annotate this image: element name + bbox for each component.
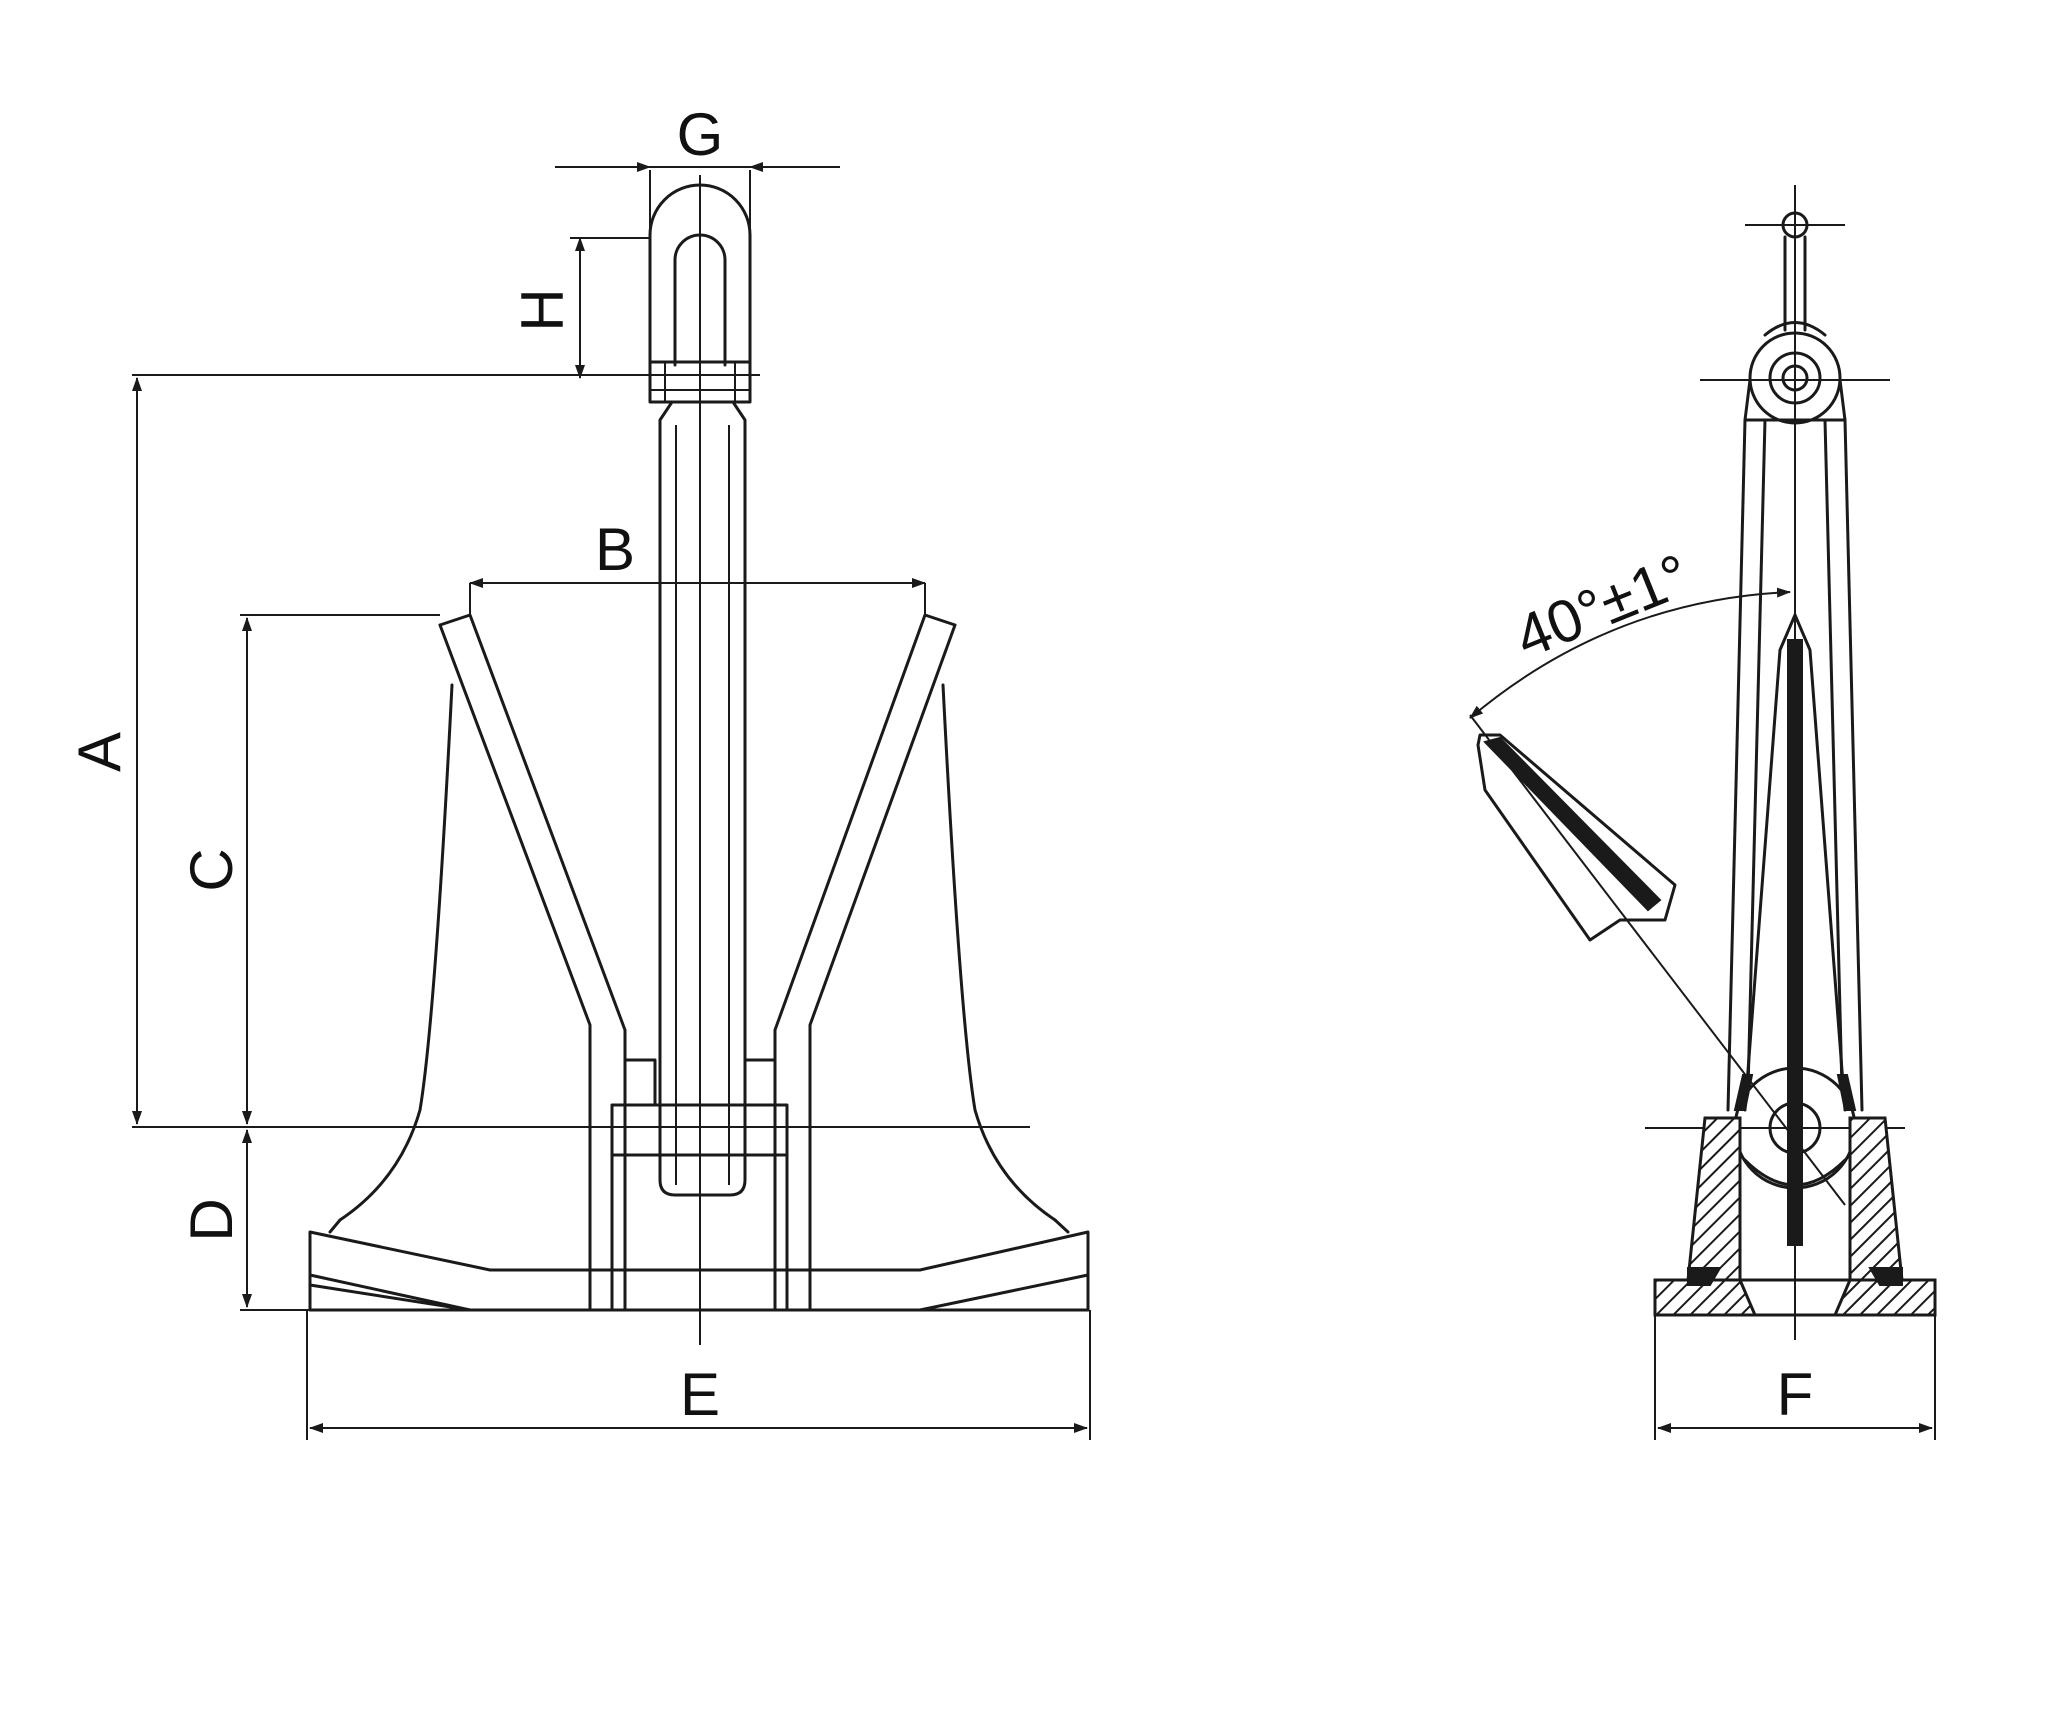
dimension-b: B (469, 516, 926, 615)
dimension-c: C (178, 614, 440, 1125)
label-b: B (595, 516, 635, 583)
label-h: H (509, 288, 576, 331)
front-view: G H A B C (66, 101, 1091, 1440)
dimension-a: A (66, 374, 1030, 1128)
label-e: E (680, 1361, 720, 1428)
front-left-fluke (328, 613, 627, 1312)
dimension-f: F (1654, 1315, 1936, 1440)
side-upper-pivot (1700, 331, 1890, 425)
label-angle: 40°±1° (1506, 541, 1699, 671)
side-shackle (1745, 211, 1845, 337)
label-f: F (1777, 1361, 1814, 1428)
side-view: 40°±1° F (1469, 185, 1937, 1440)
dimension-h: H (509, 237, 650, 379)
label-d: D (178, 1198, 245, 1241)
dimension-e: E (306, 1310, 1091, 1440)
front-shank (658, 400, 747, 1197)
dimension-g: G (555, 101, 840, 360)
side-base (1653, 1278, 1937, 1317)
front-right-fluke (773, 613, 1070, 1312)
side-shank (1726, 418, 1864, 1112)
side-rotated-fluke (1469, 714, 1846, 1206)
label-c: C (178, 848, 245, 891)
dimension-d: D (178, 1129, 310, 1311)
label-a: A (66, 732, 133, 772)
label-g: G (677, 101, 724, 168)
